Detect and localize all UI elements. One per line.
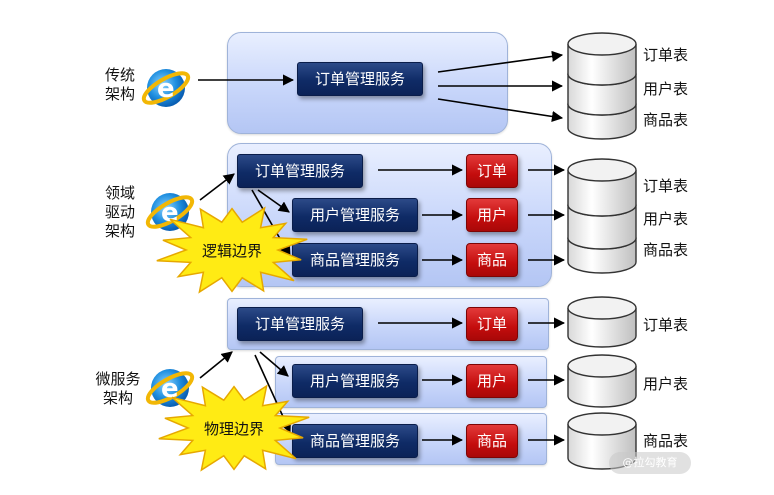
row-label-ddd: 领域 驱动 架构 <box>104 184 135 240</box>
database-stack <box>567 158 637 274</box>
arrow <box>199 351 233 379</box>
service-order-micro: 订单管理服务 <box>237 307 363 341</box>
ie-browser-icon: e <box>141 69 191 107</box>
data-order-micro: 订单 <box>466 307 518 341</box>
arrow <box>437 98 564 123</box>
table-label-order: 订单表 <box>643 177 689 195</box>
table-label-order: 订单表 <box>643 316 689 334</box>
table-label-order: 订单表 <box>643 46 689 64</box>
logical-boundary-label: 逻辑边界 <box>202 242 262 260</box>
data-product-ddd: 商品 <box>466 243 518 277</box>
table-label-product: 商品表 <box>643 241 689 259</box>
svg-text:e: e <box>157 74 175 104</box>
row-label-microservice: 微服务 架构 <box>95 370 141 407</box>
arrow <box>259 351 289 377</box>
data-user-ddd: 用户 <box>466 198 518 232</box>
table-label-product: 商品表 <box>643 111 689 129</box>
service-product-micro: 商品管理服务 <box>292 424 418 458</box>
arrow <box>199 173 235 201</box>
arrow <box>257 189 290 213</box>
data-user-micro: 用户 <box>466 364 518 398</box>
database-stack <box>567 32 637 140</box>
service-order-traditional: 订单管理服务 <box>297 62 423 96</box>
row-label-traditional: 传统 架构 <box>104 66 135 103</box>
table-label-user: 用户表 <box>643 375 689 393</box>
service-user-micro: 用户管理服务 <box>292 364 418 398</box>
physical-boundary-burst: 物理边界 <box>158 384 310 472</box>
data-order-ddd: 订单 <box>466 154 518 188</box>
service-order-ddd: 订单管理服务 <box>237 154 363 188</box>
table-label-product: 商品表 <box>643 432 689 450</box>
physical-boundary-label: 物理边界 <box>204 420 264 438</box>
database-icon <box>567 296 637 348</box>
logical-boundary-burst: 逻辑边界 <box>156 206 308 294</box>
svg-text:e: e <box>161 374 179 404</box>
watermark: @拉勾教育 <box>609 452 691 474</box>
data-product-micro: 商品 <box>466 424 518 458</box>
service-product-ddd: 商品管理服务 <box>292 243 418 277</box>
database-icon <box>567 354 637 408</box>
table-label-user: 用户表 <box>643 210 689 228</box>
table-label-user: 用户表 <box>643 80 689 98</box>
service-user-ddd: 用户管理服务 <box>292 198 418 232</box>
arrow <box>437 50 564 73</box>
